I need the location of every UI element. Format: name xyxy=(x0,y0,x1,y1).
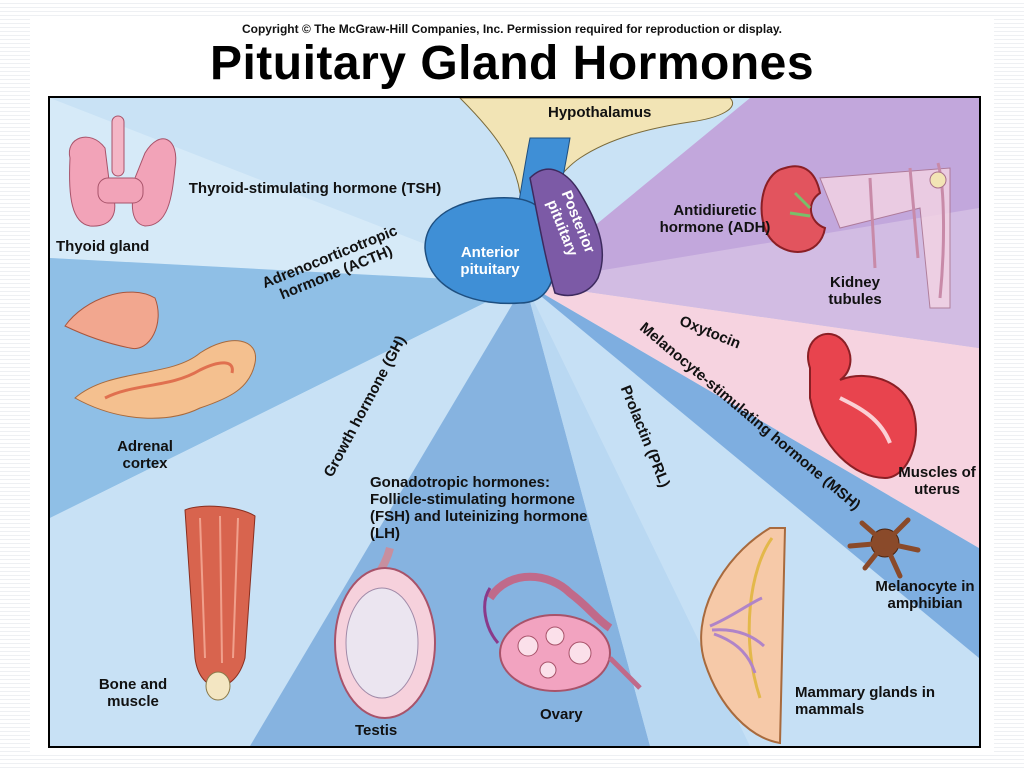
kidney-label: Kidney tubules xyxy=(828,274,882,308)
kidney-tubules-illustration xyxy=(760,162,951,309)
adh-label: Antidiuretic hormone (ADH) xyxy=(659,202,771,236)
uterus-illustration xyxy=(807,332,917,480)
diagram-frame: Hypothalamus Anterior pituitary Posterio… xyxy=(48,96,981,748)
posterior-pituitary-shape xyxy=(529,168,603,297)
page-title: Pituitary Gland Hormones xyxy=(209,37,815,90)
ovary-illustration xyxy=(483,572,642,692)
gonadotropic-label: Gonadotropic hormones: Follicle-stimulat… xyxy=(370,474,588,542)
gh-sector xyxy=(50,283,525,746)
uterus-label: Muscles of uterus xyxy=(898,464,976,498)
adrenal-label: Adrenal cortex xyxy=(117,438,173,472)
tsh-label: Thyroid-stimulating hormone (TSH) xyxy=(188,180,442,197)
thyroid-label: Thyoid gland xyxy=(56,238,150,255)
adrenal-cortex-illustration xyxy=(64,291,256,419)
oxytocin-sector xyxy=(525,283,979,548)
thyroid-gland-illustration xyxy=(68,115,177,227)
testis-label: Testis xyxy=(355,722,398,739)
adh-sector-light xyxy=(525,208,979,348)
mammary-label: Mammary glands in mammals xyxy=(795,684,936,718)
acth-sector xyxy=(50,258,525,518)
mammary-sector xyxy=(525,283,979,746)
ovary-label: Ovary xyxy=(540,706,583,723)
copyright-notice: Copyright © The McGraw-Hill Companies, I… xyxy=(241,22,783,36)
anterior-pituitary-label: Anterior pituitary xyxy=(460,244,520,278)
testis-illustration xyxy=(334,546,436,719)
bone-muscle-label: Bone and muscle xyxy=(98,676,168,710)
hypothalamus-label: Hypothalamus xyxy=(548,104,652,121)
bone-muscle-illustration xyxy=(184,505,256,701)
melanocyte-label: Melanocyte in amphibian xyxy=(875,578,975,612)
melanocyte-illustration xyxy=(847,517,921,579)
diagram-canvas xyxy=(50,98,979,746)
mammary-gland-illustration xyxy=(700,527,787,745)
